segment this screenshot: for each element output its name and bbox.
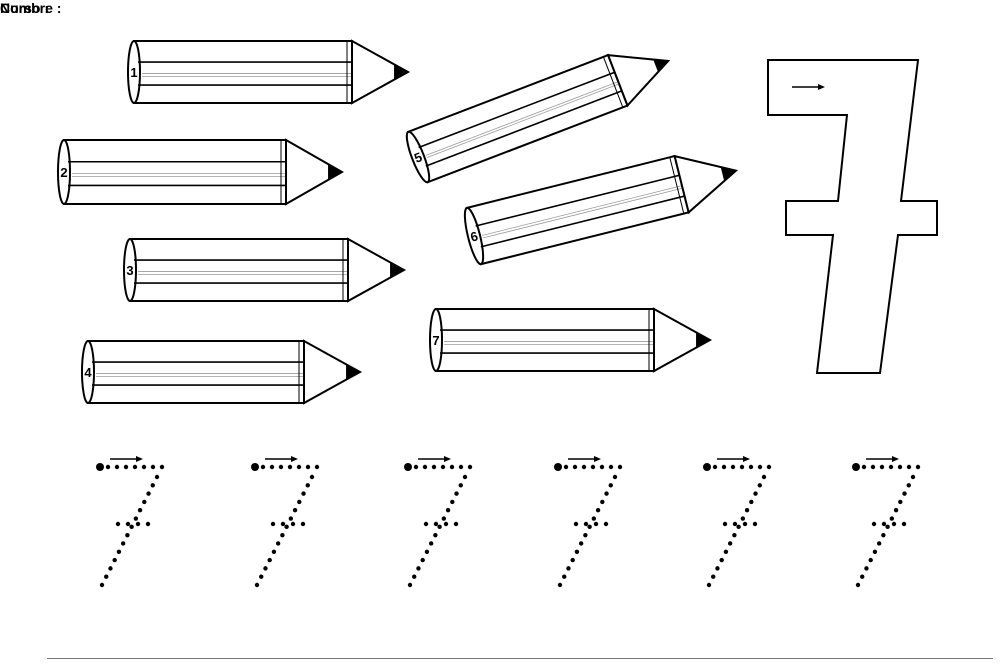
pencil-tail xyxy=(463,206,485,266)
trace-seven xyxy=(554,456,623,588)
pencil: 1 xyxy=(127,39,411,105)
pencil: 5 xyxy=(405,53,671,184)
pencil-lead xyxy=(720,166,738,182)
trace-seven xyxy=(404,456,473,588)
start-point-dot xyxy=(554,463,562,471)
pencil-facet-lines xyxy=(418,56,624,167)
pencil-facet-lines xyxy=(134,239,348,301)
tracing-dots xyxy=(99,464,165,588)
start-point-dot xyxy=(852,463,860,471)
pencil-body xyxy=(407,53,629,184)
pencil-body xyxy=(63,139,287,205)
pencil-body xyxy=(129,238,349,302)
pencil-lead xyxy=(696,331,712,349)
name-label: Nombre : xyxy=(0,0,62,16)
pencil-number: 4 xyxy=(84,365,92,380)
footer-rule xyxy=(47,658,993,659)
stroke-direction-arrow-icon xyxy=(717,456,750,462)
pencil-facet-lines xyxy=(138,41,352,103)
start-point-dot xyxy=(404,463,412,471)
tracing-dots xyxy=(407,464,473,588)
pencil: 7 xyxy=(429,307,713,373)
pencil-tail xyxy=(429,308,443,372)
pencil: 2 xyxy=(57,138,345,206)
start-point-dot xyxy=(251,463,259,471)
start-point-dot xyxy=(96,463,104,471)
start-point-dot xyxy=(703,463,711,471)
stroke-direction-arrow-icon xyxy=(418,456,451,462)
stroke-direction-arrow-icon xyxy=(110,456,143,462)
tracing-dots xyxy=(254,464,320,588)
tracing-dots xyxy=(855,464,921,588)
trace-seven xyxy=(703,456,772,588)
pencil-tip xyxy=(673,154,739,215)
stroke-direction-arrow-icon xyxy=(568,456,601,462)
pencil-lead xyxy=(346,363,362,381)
pencil: 6 xyxy=(463,154,739,266)
pencil-lead xyxy=(328,163,344,181)
tracing-dots xyxy=(706,464,772,588)
pencil-facet-lines xyxy=(92,341,304,403)
tracing-row xyxy=(96,456,921,588)
pencil-tip xyxy=(653,307,713,373)
pencil-body xyxy=(87,340,305,404)
pencil-lead xyxy=(390,261,406,279)
pencil-number: 2 xyxy=(60,165,67,180)
pencil-body xyxy=(465,154,690,266)
pencils-group: 1 2 3 4 5 6 7 xyxy=(57,39,739,405)
pencil-lead xyxy=(653,58,670,73)
trace-seven xyxy=(96,456,165,588)
pencil-tail xyxy=(57,139,71,205)
stroke-direction-arrow-icon xyxy=(265,456,298,462)
pencil: 3 xyxy=(123,237,407,303)
pencil-tail xyxy=(123,238,137,302)
pencil-number: 7 xyxy=(432,333,439,348)
pencil-facet-lines xyxy=(68,140,286,204)
pencil-number: 1 xyxy=(130,65,137,80)
stroke-direction-arrow-icon xyxy=(866,456,899,462)
pencil-tip xyxy=(285,138,345,206)
pencil-tip xyxy=(606,53,671,108)
pencil-lead xyxy=(394,63,410,81)
pencil-facet-lines xyxy=(475,157,685,248)
outline-seven-arrow-icon xyxy=(792,84,825,90)
pencil-number: 6 xyxy=(469,228,480,244)
outline-seven-figure xyxy=(767,59,938,374)
pencil: 4 xyxy=(81,339,363,405)
trace-seven xyxy=(251,456,320,588)
pencil-tip xyxy=(351,39,411,105)
pencil-tail xyxy=(127,40,141,104)
trace-seven xyxy=(852,456,921,588)
pencil-body xyxy=(133,40,353,104)
pencil-tail xyxy=(405,130,431,184)
pencil-tip xyxy=(347,237,407,303)
pencil-facet-lines xyxy=(440,309,654,371)
tracing-dots xyxy=(557,464,623,588)
pencil-tip xyxy=(303,339,363,405)
pencil-tail xyxy=(81,340,95,404)
pencil-body xyxy=(435,308,655,372)
pencil-number: 3 xyxy=(126,263,133,278)
course-label: Curso : xyxy=(0,0,49,16)
